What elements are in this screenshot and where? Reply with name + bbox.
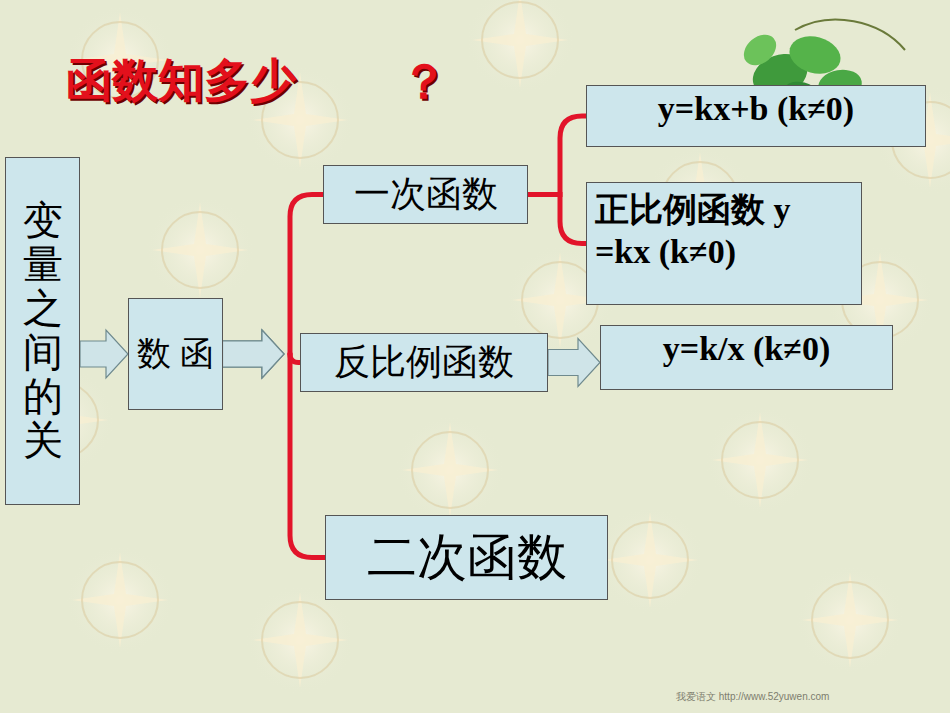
- formula-box: y=k/x (k≠0): [600, 325, 893, 390]
- title-mark: ？: [400, 50, 448, 114]
- star-ring: [412, 432, 488, 508]
- star-glow: [465, 0, 575, 95]
- star-ring: [262, 602, 338, 678]
- connector: [528, 116, 586, 195]
- block-arrow: [223, 330, 285, 378]
- category-box: 反比例函数: [300, 333, 548, 392]
- node-text: 二次函数: [367, 524, 567, 591]
- star-glow: [395, 415, 505, 525]
- watermark: 我爱语文 http://www.52yuwen.com: [676, 690, 829, 704]
- star-glow: [65, 545, 175, 655]
- connector: [548, 339, 600, 387]
- node-text: 正比例函数 y =kx (k≠0): [595, 187, 853, 271]
- star-shape: [402, 422, 498, 518]
- star-ring: [162, 212, 238, 288]
- star-ring: [812, 582, 888, 658]
- star-ring: [612, 522, 688, 598]
- formula-box: 正比例函数 y =kx (k≠0): [586, 182, 862, 305]
- node-text: 一次函数: [354, 170, 498, 219]
- star-shape: [252, 592, 348, 688]
- concept-box: 变量之间的关: [5, 157, 80, 505]
- star-shape: [802, 572, 898, 668]
- node-text: 数 函: [137, 331, 214, 377]
- block-arrow: [80, 330, 128, 378]
- star-glow: [705, 405, 815, 515]
- node-text: y=kx+b (k≠0): [658, 90, 854, 128]
- star-ring: [722, 422, 798, 498]
- node-text: 反比例函数: [334, 338, 514, 387]
- star-shape: [472, 0, 568, 88]
- block-arrow: [223, 330, 285, 378]
- star-glow: [595, 505, 705, 615]
- connector: [80, 330, 128, 378]
- bracket-line: [528, 116, 586, 195]
- star-shape: [602, 512, 698, 608]
- bracket-line: [528, 195, 586, 244]
- concept-box: 数 函: [128, 298, 223, 410]
- category-box: 一次函数: [323, 165, 528, 224]
- star-ring: [82, 562, 158, 638]
- star-glow: [245, 585, 355, 695]
- block-arrow: [548, 339, 600, 387]
- star-ring: [482, 2, 558, 78]
- connector: [528, 195, 586, 244]
- formula-box: y=kx+b (k≠0): [586, 85, 926, 147]
- star-shape: [152, 202, 248, 298]
- star-shape: [72, 552, 168, 648]
- bracket-line: [290, 195, 323, 355]
- block-arrow: [223, 330, 285, 378]
- node-text: y=k/x (k≠0): [663, 330, 830, 368]
- title: 函数知多少: [66, 50, 296, 112]
- category-box: 二次函数: [325, 515, 608, 600]
- star-shape: [712, 412, 808, 508]
- node-text: 变量之间的关: [23, 199, 63, 463]
- star-glow: [795, 565, 905, 675]
- star-glow: [145, 195, 255, 305]
- star-texture: [5, 0, 950, 695]
